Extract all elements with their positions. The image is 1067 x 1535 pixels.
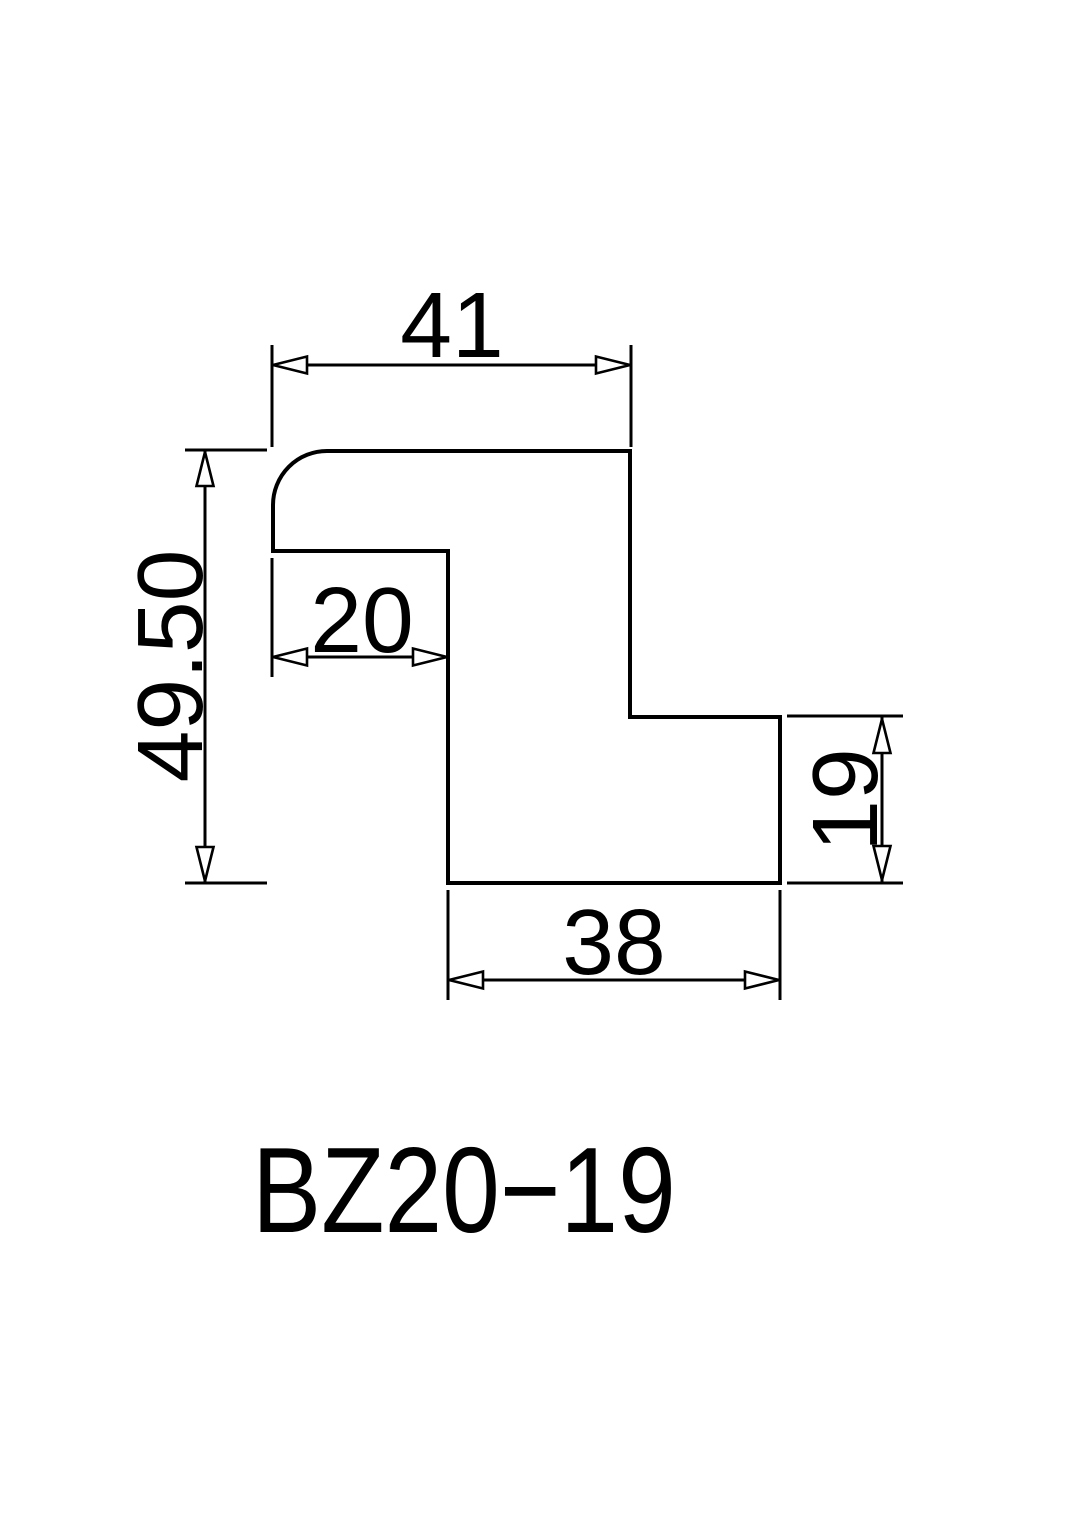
dimension-inner-width: 20 <box>270 558 449 677</box>
dimension-overall-height: 49.50 <box>118 448 267 885</box>
dimension-value-top-width: 41 <box>400 273 503 377</box>
part-number-label: BZ20−19 <box>252 1122 676 1258</box>
arrowhead-up-icon <box>195 450 215 488</box>
arrowhead-up-icon <box>872 717 892 755</box>
arrowhead-down-icon <box>195 845 215 883</box>
dimension-value-bottom-width: 38 <box>562 890 665 994</box>
dimension-value-inner-width: 20 <box>310 568 413 672</box>
dimension-bottom-width: 38 <box>446 890 782 1000</box>
dimension-value-right-height: 19 <box>793 748 897 851</box>
arrowhead-left-icon <box>271 355 309 375</box>
dimension-right-height: 19 <box>787 714 903 885</box>
arrowhead-left-icon <box>271 647 309 667</box>
profile-outline <box>271 449 782 885</box>
arrowhead-right-icon <box>743 970 781 990</box>
dimension-value-overall-height: 49.50 <box>118 550 222 783</box>
arrowhead-right-icon <box>411 647 449 667</box>
dimension-top-width: 41 <box>270 273 633 447</box>
arrowhead-right-icon <box>594 355 632 375</box>
arrowhead-left-icon <box>447 970 485 990</box>
